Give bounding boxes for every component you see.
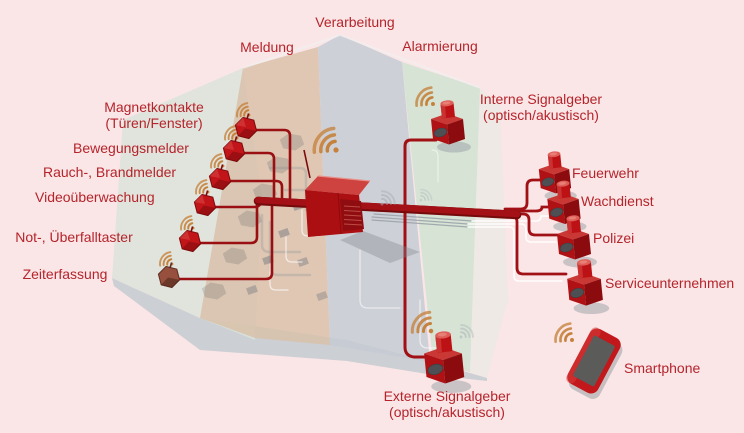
wifi-icon	[552, 322, 576, 346]
right-outer-wall	[470, 88, 508, 378]
control-panel	[303, 149, 420, 263]
wire-white-fan	[467, 215, 563, 282]
roof-and-slice-verarbeitung	[318, 35, 430, 362]
wire-alarm-fan	[503, 178, 568, 276]
smartphone-icon	[566, 327, 623, 399]
output-devices	[423, 99, 623, 399]
wire-signalgeber-line	[403, 138, 438, 359]
wire-main-bus	[254, 196, 521, 218]
wire-gray-bundle	[371, 213, 473, 228]
roof-ridge-highlight	[242, 33, 481, 89]
